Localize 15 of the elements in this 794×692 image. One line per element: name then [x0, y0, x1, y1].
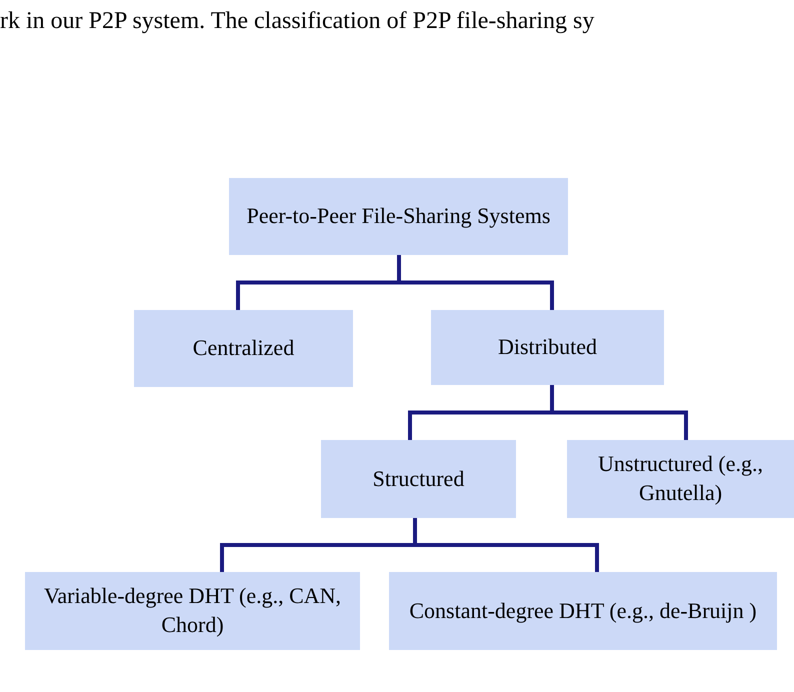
node-label: Variable-degree DHT (e.g., CAN, Chord) [42, 582, 342, 639]
category-box [567, 440, 794, 518]
node-label: Unstructured (e.g., Gnutella) [597, 450, 764, 507]
node-label: Structured [372, 464, 464, 493]
category-box [321, 440, 516, 518]
category-box [134, 310, 353, 387]
category-box [25, 572, 360, 650]
category-box [431, 310, 664, 385]
body-text: rk in our P2P system. The classification of P2P file-sharing sy [0, 8, 594, 35]
node-label: Constant-degree DHT (e.g., de-Bruijn ) [409, 596, 757, 625]
node-label: Distributed [498, 333, 597, 362]
node-label: Peer-to-Peer File-Sharing Systems [246, 202, 550, 230]
category-box [389, 572, 777, 650]
node-label: Centralized [192, 334, 294, 362]
category-box [229, 178, 568, 255]
